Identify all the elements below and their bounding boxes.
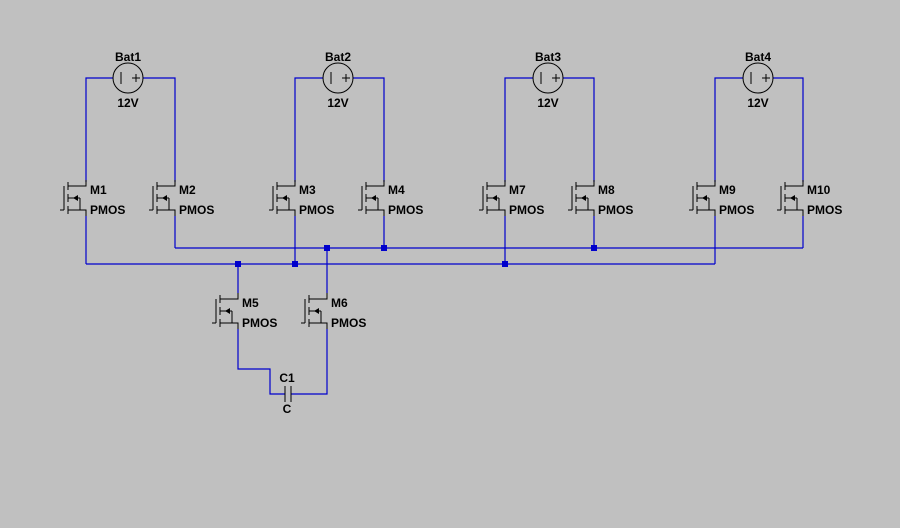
transistor-ref-label: M4 xyxy=(388,183,405,197)
battery: Bat4 12V xyxy=(742,50,774,110)
battery-ref-label: Bat2 xyxy=(325,50,351,64)
junction-dot xyxy=(591,245,597,251)
transistor-ref-label: M8 xyxy=(598,183,615,197)
capacitor-value-label: C xyxy=(283,402,292,416)
junction-dot xyxy=(292,261,298,267)
battery-ref-label: Bat4 xyxy=(745,50,771,64)
cap-left-wire xyxy=(237,329,285,395)
transistor-ref-label: M7 xyxy=(509,183,526,197)
transistor-type-label: PMOS xyxy=(299,203,334,217)
battery-neg-wire xyxy=(504,77,533,182)
transistor-type-label: PMOS xyxy=(90,203,125,217)
transistor-type-label: PMOS xyxy=(807,203,842,217)
transistors: M1PMOSM2PMOSM3PMOSM4PMOSM7PMOSM8PMOSM9PM… xyxy=(60,180,842,330)
transistor-type-label: PMOS xyxy=(719,203,754,217)
junction-dot xyxy=(381,245,387,251)
transistor-ref-label: M9 xyxy=(719,183,736,197)
transistor-ref-label: M6 xyxy=(331,296,348,310)
battery-neg-wire xyxy=(85,77,113,182)
junction-dot xyxy=(502,261,508,267)
capacitor-ref-label: C1 xyxy=(279,371,295,385)
battery-ref-label: Bat1 xyxy=(115,50,141,64)
transistor-type-label: PMOS xyxy=(388,203,423,217)
transistor-type-label: PMOS xyxy=(331,316,366,330)
wires xyxy=(85,77,804,395)
transistor-ref-label: M3 xyxy=(299,183,316,197)
batteries: Bat1 12V Bat2 12V Bat3 12V Bat4 12V xyxy=(112,50,774,110)
battery: Bat3 12V xyxy=(532,50,564,110)
battery-neg-wire xyxy=(714,77,743,182)
battery-pos-wire xyxy=(563,77,595,182)
capacitor: C1C xyxy=(279,371,295,416)
battery-pos-wire xyxy=(143,77,176,182)
cap-right-wire xyxy=(291,329,328,395)
junction-dot xyxy=(324,245,330,251)
transistor-ref-label: M5 xyxy=(242,296,259,310)
battery-value-label: 12V xyxy=(117,96,138,110)
transistor-ref-label: M10 xyxy=(807,183,831,197)
battery-neg-wire xyxy=(294,77,323,182)
battery: Bat1 12V xyxy=(112,50,144,110)
transistor-type-label: PMOS xyxy=(509,203,544,217)
transistor-type-label: PMOS xyxy=(242,316,277,330)
capacitor-symbol: C1C xyxy=(279,371,295,416)
junctions xyxy=(235,245,597,267)
battery-pos-wire xyxy=(353,77,385,182)
battery-pos-wire xyxy=(773,77,804,182)
transistor-ref-label: M2 xyxy=(179,183,196,197)
transistor-type-label: PMOS xyxy=(598,203,633,217)
battery-value-label: 12V xyxy=(537,96,558,110)
battery: Bat2 12V xyxy=(322,50,354,110)
battery-value-label: 12V xyxy=(327,96,348,110)
transistor-ref-label: M1 xyxy=(90,183,107,197)
battery-value-label: 12V xyxy=(747,96,768,110)
junction-dot xyxy=(235,261,241,267)
transistor-type-label: PMOS xyxy=(179,203,214,217)
battery-ref-label: Bat3 xyxy=(535,50,561,64)
